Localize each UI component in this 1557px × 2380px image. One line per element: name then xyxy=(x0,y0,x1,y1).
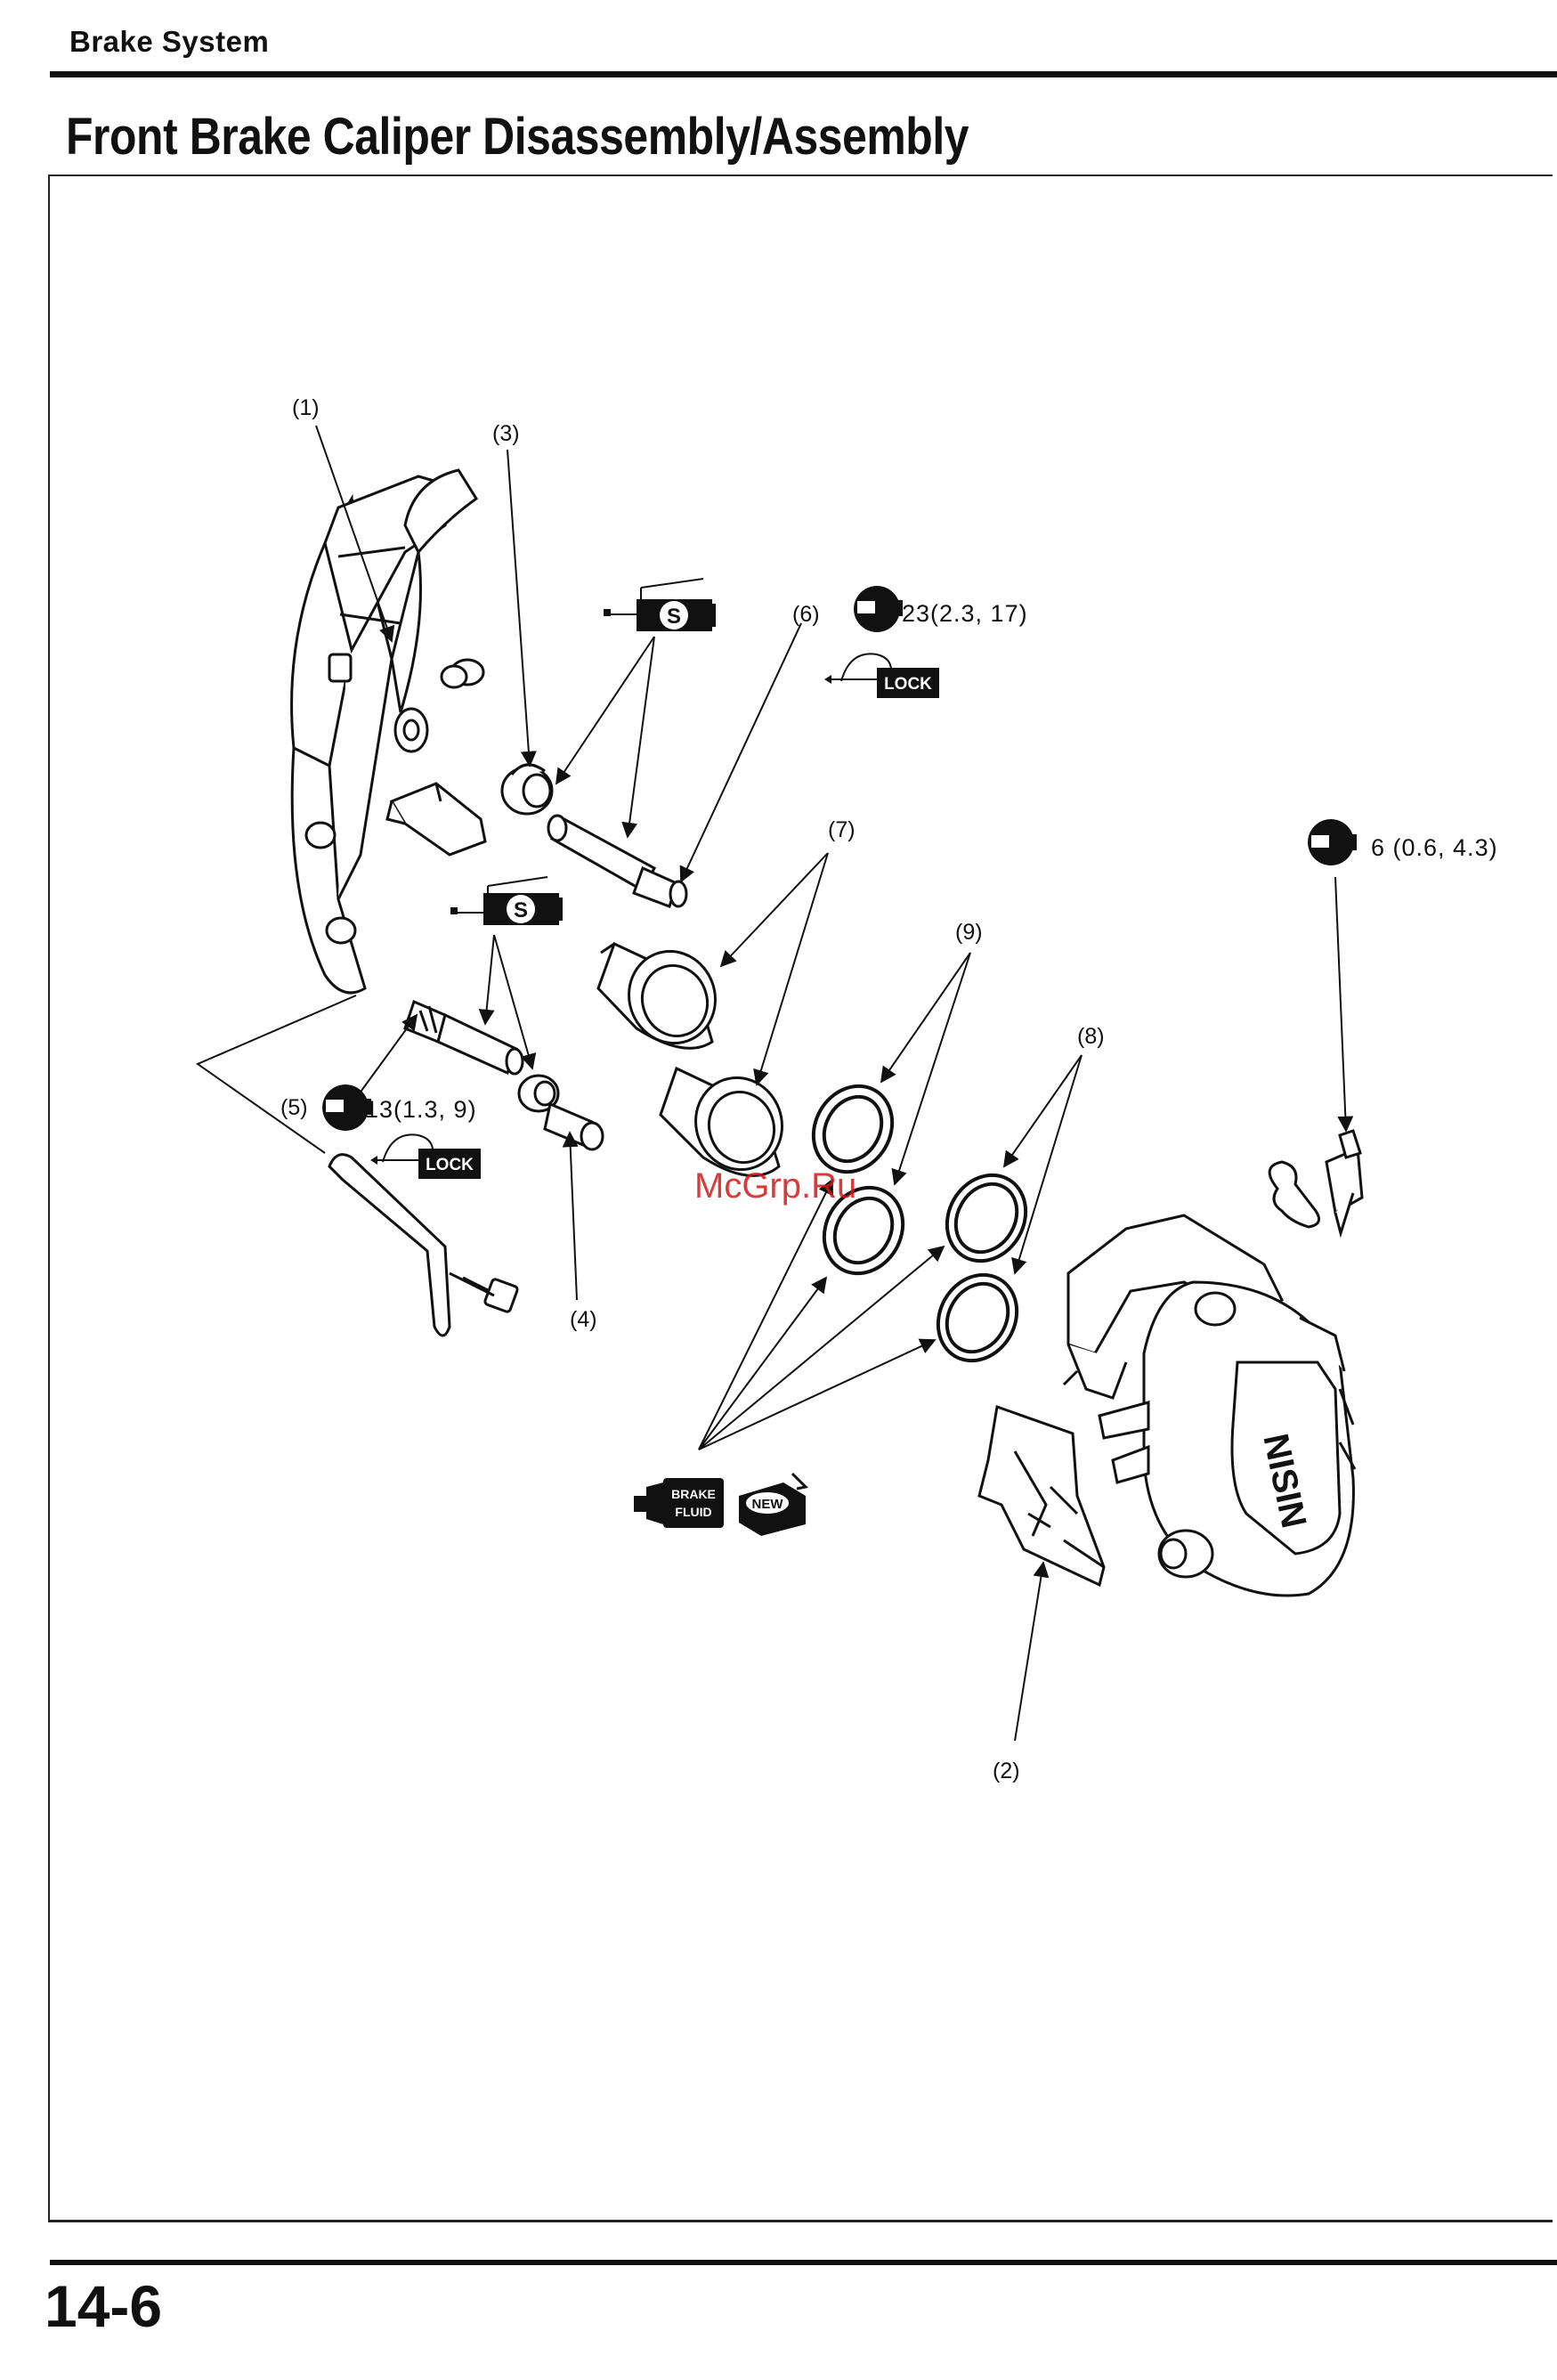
lower-boot xyxy=(519,1076,603,1149)
pad-retainer-clip xyxy=(387,784,485,855)
lock-thread-icon: LOCK xyxy=(370,1134,481,1179)
callout-2: (2) xyxy=(993,1759,1020,1783)
watermark: McGrp.Ru xyxy=(694,1166,856,1206)
replace-new-icon: NEW xyxy=(739,1474,806,1536)
brake-fluid-label-2: FLUID xyxy=(675,1505,711,1519)
seals xyxy=(799,1072,1042,1376)
callout-8: (8) xyxy=(1077,1024,1105,1049)
torque-spec-pin-bolt-6: 23(2.3, 17) xyxy=(902,600,1028,627)
callout-1: (1) xyxy=(292,395,320,420)
callout-6: (6) xyxy=(792,602,820,627)
torque-wrench-icon xyxy=(1308,819,1357,865)
bleeder-valve xyxy=(1269,1131,1362,1233)
brake-fluid-label-1: BRAKE xyxy=(671,1487,716,1501)
silicone-grease-icon: S xyxy=(450,877,563,925)
pad-shim xyxy=(979,1407,1104,1585)
lock-thread-icon: LOCK xyxy=(824,654,939,698)
caliper-body: NISIN xyxy=(1064,1215,1355,1596)
upper-guide-pin xyxy=(548,816,686,906)
torque-wrench-icon xyxy=(322,1084,371,1131)
pistons xyxy=(598,939,795,1182)
callout-3: (3) xyxy=(492,421,520,446)
torque-spec-pin-bolt-5: 13(1.3, 9) xyxy=(365,1096,477,1123)
lower-guide-pin xyxy=(405,1002,523,1074)
callout-5: (5) xyxy=(280,1095,308,1120)
grease-badge-label: S xyxy=(667,605,681,629)
callout-7: (7) xyxy=(828,817,856,842)
brake-fluid-icon: BRAKE FLUID xyxy=(634,1478,724,1528)
lock-badge-label: LOCK xyxy=(426,1156,474,1174)
callout-4: (4) xyxy=(570,1307,597,1332)
callout-9: (9) xyxy=(955,920,983,945)
new-badge-label: NEW xyxy=(752,1497,784,1512)
lock-badge-label: LOCK xyxy=(884,675,932,694)
torque-spec-bleeder: 6 (0.6, 4.3) xyxy=(1371,834,1498,861)
pad-spring xyxy=(329,1155,518,1336)
silicone-grease-icon: S xyxy=(604,579,716,631)
page-number: 14-6 xyxy=(45,2272,162,2340)
bottom-rule xyxy=(50,2260,1557,2265)
grease-badge-label: S xyxy=(514,898,528,922)
torque-wrench-icon xyxy=(854,586,903,632)
pin-boot xyxy=(502,765,552,814)
